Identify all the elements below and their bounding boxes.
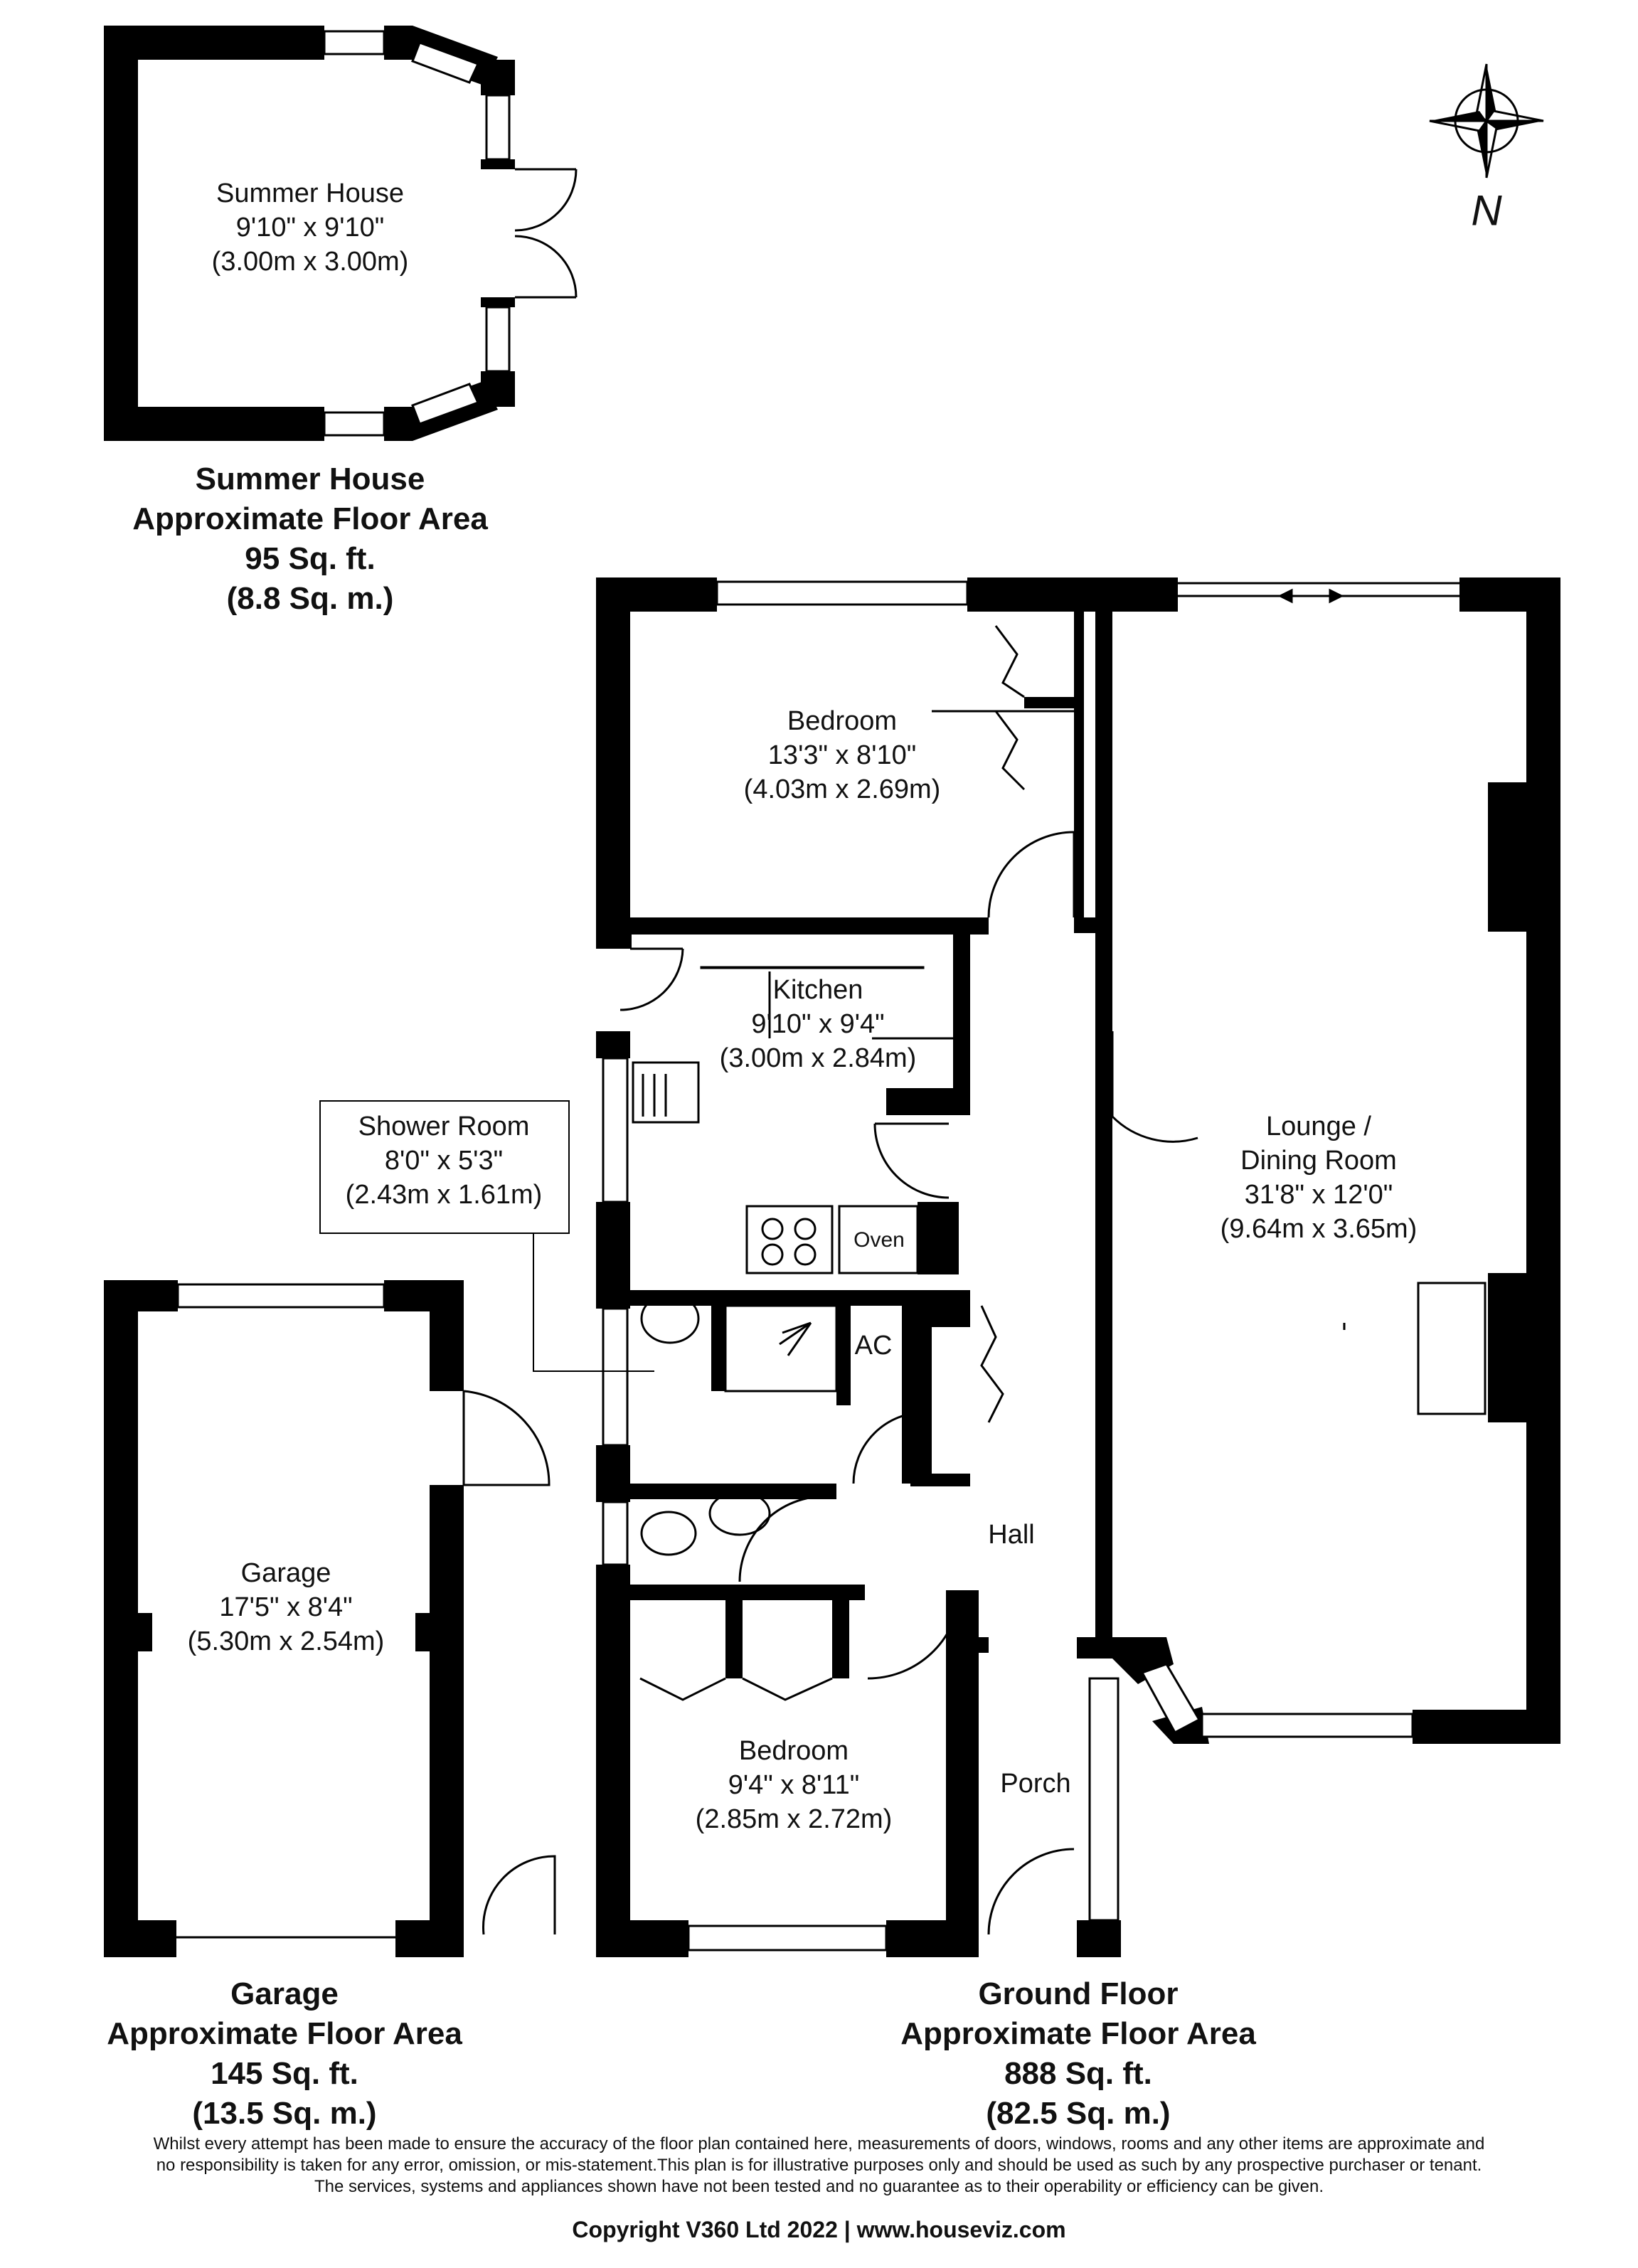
disclaimer: Whilst every attempt has been made to en… — [14, 2134, 1624, 2198]
copyright: Copyright V360 Ltd 2022 | www.houseviz.c… — [572, 2217, 1066, 2242]
ac-label: AC — [854, 1331, 893, 1361]
garage-door — [462, 1390, 551, 1486]
room-imperial: 9'10" x 9'4" — [751, 1009, 885, 1039]
oven-label: Oven — [853, 1228, 905, 1252]
garage-walls — [104, 1280, 464, 1957]
north-label: N — [1471, 186, 1502, 235]
garage-area: Garage Approximate Floor Area 145 Sq. ft… — [107, 1974, 462, 2134]
area-sqm: (8.8 Sq. m.) — [226, 581, 394, 616]
summer-house-doors — [514, 168, 578, 299]
room-name: Bedroom — [787, 706, 898, 736]
room-imperial: 31'8" x 12'0" — [1244, 1180, 1393, 1210]
disclaimer-line-1: Whilst every attempt has been made to en… — [153, 2134, 1485, 2153]
summer-house-walls — [104, 26, 515, 441]
compass-icon — [1429, 63, 1544, 179]
kitchen-label: Kitchen 9'10" x 9'4" (3.00m x 2.84m) — [720, 973, 917, 1075]
ground-floor-walls — [596, 577, 1560, 1957]
area-subtitle: Approximate Floor Area — [132, 501, 488, 536]
room-metric: (3.00m x 3.00m) — [211, 247, 409, 277]
ground-floor-doors — [482, 625, 1198, 1935]
room-name: Garage — [240, 1558, 331, 1588]
ground-floor-area: Ground Floor Approximate Floor Area 888 … — [900, 1974, 1256, 2134]
room-name-1: Lounge / — [1266, 1112, 1371, 1141]
room-imperial: 8'0" x 5'3" — [384, 1146, 504, 1176]
garage-label: Garage 17'5" x 8'4" (5.30m x 2.54m) — [188, 1556, 385, 1659]
area-subtitle: Approximate Floor Area — [107, 2016, 462, 2051]
room-imperial: 13'3" x 8'10" — [767, 740, 917, 770]
summer-house-windows — [323, 30, 511, 437]
room-name: Shower Room — [358, 1112, 530, 1141]
room-metric: (4.03m x 2.69m) — [743, 774, 941, 804]
room-imperial: 9'4" x 8'11" — [728, 1770, 860, 1800]
area-sqm: (82.5 Sq. m.) — [986, 2096, 1171, 2131]
area-sqft: 888 Sq. ft. — [1004, 2056, 1152, 2091]
ground-floor-windows — [602, 580, 1459, 1952]
room-name: Summer House — [216, 179, 404, 208]
room-metric: (2.85m x 2.72m) — [695, 1804, 893, 1834]
slide-door-arrow — [1277, 588, 1344, 604]
room-name-2: Dining Room — [1240, 1146, 1397, 1176]
porch-label: Porch — [1000, 1769, 1071, 1799]
area-title: Garage — [230, 1976, 339, 2011]
disclaimer-line-2: no responsibility is taken for any error… — [156, 2156, 1482, 2175]
bedroom-2-label: Bedroom 9'4" x 8'11" (2.85m x 2.72m) — [696, 1734, 893, 1836]
garage-openings — [176, 1283, 395, 1939]
area-sqft: 145 Sq. ft. — [211, 2056, 358, 2091]
room-metric: (9.64m x 3.65m) — [1220, 1214, 1418, 1244]
disclaimer-line-3: The services, systems and appliances sho… — [314, 2177, 1324, 2196]
bedroom-1-label: Bedroom 13'3" x 8'10" (4.03m x 2.69m) — [744, 704, 941, 806]
area-subtitle: Approximate Floor Area — [900, 2016, 1256, 2051]
room-imperial: 9'10" x 9'10" — [235, 213, 385, 243]
shower-room-pointer — [319, 1100, 654, 1372]
area-sqft: 95 Sq. ft. — [245, 541, 376, 576]
area-title: Summer House — [195, 462, 425, 496]
room-name: Kitchen — [772, 975, 863, 1005]
summer-house-label: Summer House 9'10" x 9'10" (3.00m x 3.00… — [212, 176, 409, 279]
room-name: Bedroom — [738, 1736, 849, 1766]
room-metric: (2.43m x 1.61m) — [345, 1180, 543, 1210]
room-metric: (3.00m x 2.84m) — [719, 1043, 917, 1073]
room-metric: (5.30m x 2.54m) — [187, 1627, 385, 1656]
area-sqm: (13.5 Sq. m.) — [192, 2096, 377, 2131]
lounge-label: Lounge / Dining Room 31'8" x 12'0" (9.64… — [1220, 1109, 1418, 1246]
area-title: Ground Floor — [978, 1976, 1179, 2011]
fixtures — [632, 966, 1487, 1556]
shower-room-label: Shower Room 8'0" x 5'3" (2.43m x 1.61m) — [346, 1109, 543, 1212]
hall-label: Hall — [988, 1520, 1035, 1550]
summer-house-area: Summer House Approximate Floor Area 95 S… — [132, 459, 488, 619]
room-imperial: 17'5" x 8'4" — [219, 1592, 353, 1622]
